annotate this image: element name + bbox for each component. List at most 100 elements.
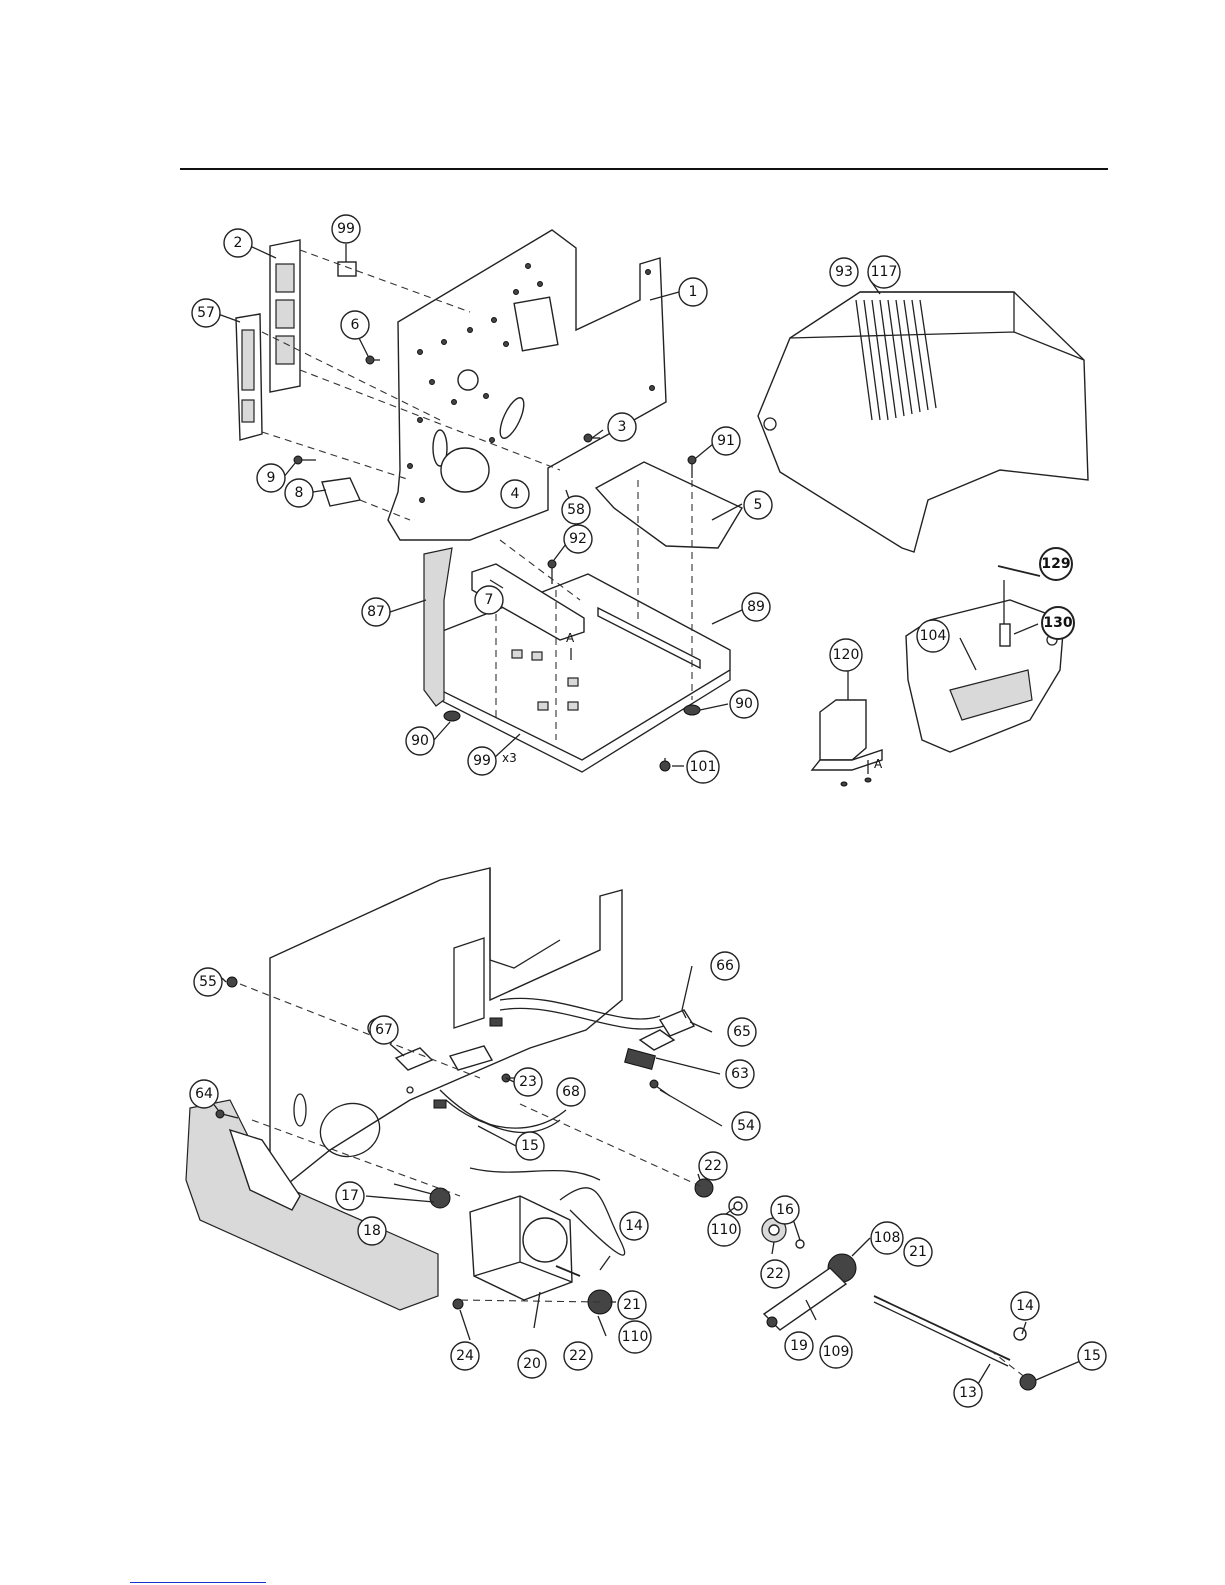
lower-callout-label: 22 <box>766 1266 784 1282</box>
upper-callout-label: 90 <box>735 696 753 712</box>
lower-callout-67: 67 <box>370 1016 398 1044</box>
lower-callout-20: 20 <box>518 1350 546 1378</box>
mount-plate-5 <box>596 462 742 548</box>
lower-callout-17: 17 <box>336 1182 364 1210</box>
lower-callout-21: 21 <box>904 1238 932 1266</box>
upper-callout-1: 1 <box>679 278 707 306</box>
lower-callout-label: 21 <box>623 1297 641 1313</box>
lower-callout-label: 67 <box>375 1022 393 1038</box>
lower-callout-label: 108 <box>874 1230 901 1246</box>
upper-callout-101: 101 <box>687 751 719 783</box>
upper-callout-label: 3 <box>618 419 627 435</box>
lower-callout-label: 22 <box>704 1158 722 1174</box>
lower-callout-label: 110 <box>711 1222 738 1238</box>
lower-callout-label: 15 <box>521 1138 539 1154</box>
lower-callout-label: 15 <box>1083 1348 1101 1364</box>
upper-callout-90: 90 <box>730 690 758 718</box>
upper-callout-label: 120 <box>833 647 860 663</box>
upper-callout-4: 4 <box>501 480 529 508</box>
lower-callout-109: 109 <box>820 1336 852 1368</box>
upper-callout-label: 57 <box>197 305 215 321</box>
lower-callout-label: 21 <box>909 1244 927 1260</box>
upper-callout-91: 91 <box>712 427 740 455</box>
lower-callout-15: 15 <box>516 1132 544 1160</box>
lower-callout-label: 65 <box>733 1024 751 1040</box>
upper-callout-90: 90 <box>406 727 434 755</box>
lower-callout-label: 66 <box>716 958 734 974</box>
upper-callout-label: 99 <box>473 753 491 769</box>
lower-callout-label: 14 <box>625 1218 643 1234</box>
upper-callout-label: 92 <box>569 531 587 547</box>
lower-callout-label: 23 <box>519 1074 537 1090</box>
upper-callout-label: 4 <box>511 486 520 502</box>
upper-callout-5: 5 <box>744 491 772 519</box>
upper-callout-label: 1 <box>689 284 698 300</box>
lower-callout-108: 108 <box>871 1222 903 1254</box>
lower-callout-18: 18 <box>358 1217 386 1245</box>
lower-callout-110: 110 <box>708 1214 740 1246</box>
upper-callout-label: 129 <box>1041 556 1070 572</box>
lower-callout-63: 63 <box>726 1060 754 1088</box>
lower-callout-55: 55 <box>194 968 222 996</box>
lower-callout-24: 24 <box>451 1342 479 1370</box>
upper-callout-58: 58 <box>562 496 590 524</box>
lower-callout-14: 14 <box>1011 1292 1039 1320</box>
bracket-120 <box>820 700 866 760</box>
lower-callout-54: 54 <box>732 1112 760 1140</box>
lower-callout-66: 66 <box>711 952 739 980</box>
lower-callout-13: 13 <box>954 1379 982 1407</box>
lower-callout-label: 14 <box>1016 1298 1034 1314</box>
lower-callout-21: 21 <box>618 1291 646 1319</box>
view-arrow-bracket: A <box>874 757 883 771</box>
lower-callout-22: 22 <box>564 1342 592 1370</box>
footer-link-underline[interactable] <box>130 1582 266 1583</box>
lower-callout-16: 16 <box>771 1196 799 1224</box>
upper-callout-label: 87 <box>367 604 385 620</box>
lower-callout-label: 16 <box>776 1202 794 1218</box>
upper-callout-label: 91 <box>717 433 735 449</box>
upper-callout-104: 104 <box>917 620 949 652</box>
upper-callout-label: 130 <box>1043 615 1072 631</box>
lower-callout-label: 63 <box>731 1066 749 1082</box>
upper-callout-label: 8 <box>295 485 304 501</box>
upper-callout-8: 8 <box>285 479 313 507</box>
upper-callout-label: 58 <box>567 502 585 518</box>
upper-callout-129: 129 <box>1040 548 1072 580</box>
upper-callout-label: 89 <box>747 599 765 615</box>
upper-callout-87: 87 <box>362 598 390 626</box>
lower-callout-label: 17 <box>341 1188 359 1204</box>
lower-callout-label: 68 <box>562 1084 580 1100</box>
lower-callout-label: 109 <box>823 1344 850 1360</box>
top-cover <box>758 292 1088 552</box>
upper-callout-117: 117 <box>868 256 900 288</box>
upper-callout-label: 101 <box>690 759 717 775</box>
lower-callout-64: 64 <box>190 1080 218 1108</box>
view-arrow-base: A <box>566 631 575 645</box>
lower-callout-110: 110 <box>619 1321 651 1353</box>
lower-callout-label: 13 <box>959 1385 977 1401</box>
lower-callout-label: 110 <box>622 1329 649 1345</box>
lower-callout-14: 14 <box>620 1212 648 1240</box>
lower-callout-65: 65 <box>728 1018 756 1046</box>
upper-callout-130: 130 <box>1042 607 1074 639</box>
lower-callout-22: 22 <box>699 1152 727 1180</box>
upper-callout-7: 7 <box>475 586 503 614</box>
upper-callout-label: 117 <box>871 264 898 280</box>
upper-callout-89: 89 <box>742 593 770 621</box>
quantity-note: x3 <box>502 751 517 765</box>
lower-callout-label: 54 <box>737 1118 755 1134</box>
upper-callout-label: 2 <box>234 235 243 251</box>
lower-callout-label: 64 <box>195 1086 213 1102</box>
lower-callout-15: 15 <box>1078 1342 1106 1370</box>
upper-callout-label: 90 <box>411 733 429 749</box>
upper-callout-label: 5 <box>754 497 763 513</box>
upper-callout-3: 3 <box>608 413 636 441</box>
lower-callout-label: 24 <box>456 1348 474 1364</box>
lower-callout-22: 22 <box>761 1260 789 1288</box>
upper-callout-label: 9 <box>267 470 276 486</box>
lower-callout-23: 23 <box>514 1068 542 1096</box>
upper-callout-label: 6 <box>351 317 360 333</box>
lower-callout-label: 20 <box>523 1356 541 1372</box>
upper-callout-57: 57 <box>192 299 220 327</box>
